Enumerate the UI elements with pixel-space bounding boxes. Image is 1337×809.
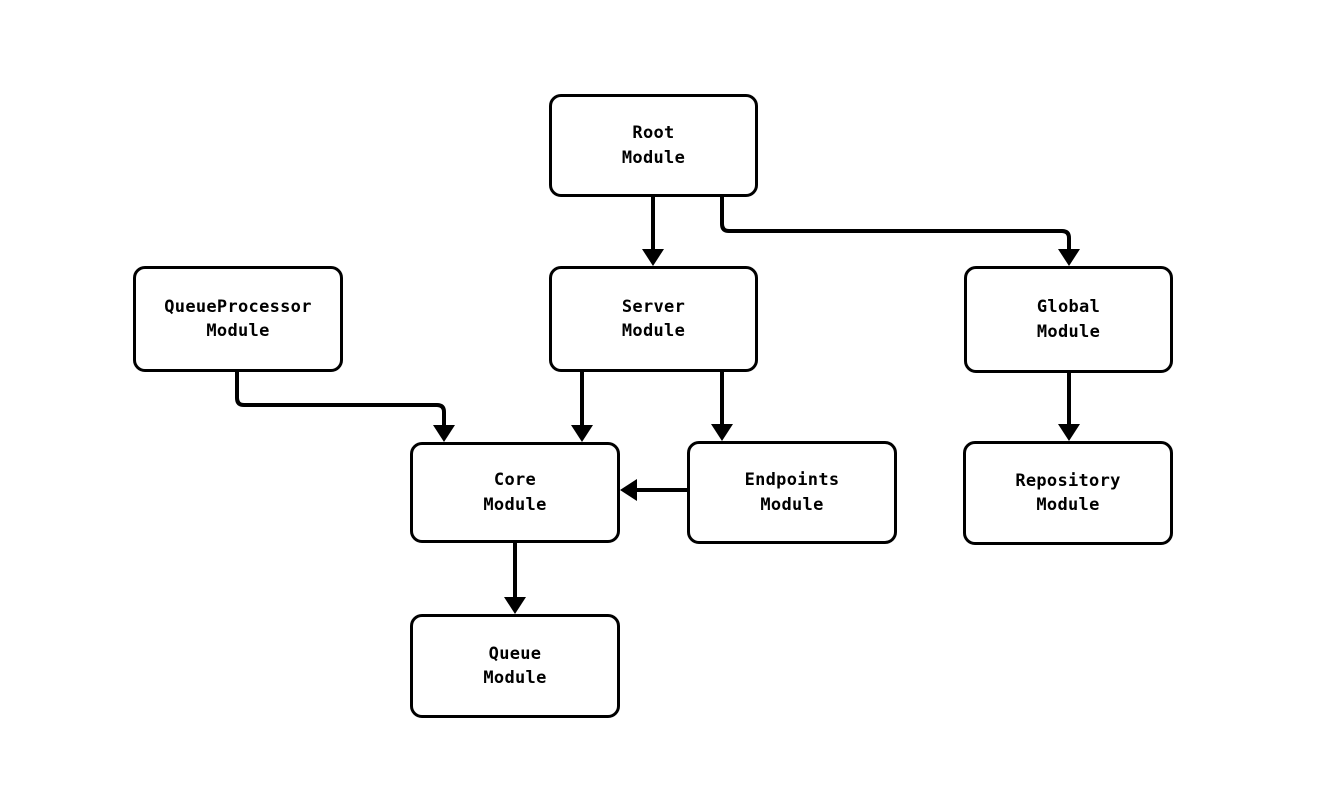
edge-queueprocessor-to-core xyxy=(235,372,446,434)
node-server-module-name: Server xyxy=(621,296,686,317)
arrowhead-root-to-server xyxy=(642,249,664,266)
node-core-module-suffix: Module xyxy=(483,494,547,515)
node-queueprocessor-module[interactable]: QueueProcessor Module xyxy=(133,266,343,372)
node-root-module-name: Root xyxy=(632,123,675,144)
node-queue-module-name: Queue xyxy=(488,643,542,664)
node-server-module[interactable]: Server Module xyxy=(549,266,758,372)
node-queue-module-suffix: Module xyxy=(483,668,547,688)
arrowhead-server-to-endpoints xyxy=(711,424,733,441)
node-repository-module[interactable]: Repository Module xyxy=(963,441,1173,545)
node-server-module-suffix: Module xyxy=(621,321,686,341)
node-global-module-name: Global xyxy=(1036,297,1101,318)
arrowhead-queueprocessor-to-core xyxy=(433,425,455,442)
arrowhead-root-to-global xyxy=(1058,249,1080,266)
node-queueprocessor-module-name: QueueProcessor xyxy=(164,296,312,317)
node-repository-module-suffix: Module xyxy=(1036,495,1100,515)
arrowhead-global-to-repository xyxy=(1058,424,1080,441)
node-endpoints-module[interactable]: Endpoints Module xyxy=(687,441,897,544)
node-root-module-suffix: Module xyxy=(621,147,686,168)
node-root-module[interactable]: Root Module xyxy=(549,94,758,197)
node-global-module-suffix: Module xyxy=(1036,321,1101,342)
node-queueprocessor-module-suffix: Module xyxy=(206,321,270,341)
arrowhead-endpoints-to-core xyxy=(620,479,637,501)
arrowhead-core-to-queue xyxy=(504,597,526,614)
node-queue-module[interactable]: Queue Module xyxy=(410,614,620,718)
node-endpoints-module-suffix: Module xyxy=(760,494,824,515)
node-repository-module-name: Repository xyxy=(1015,470,1121,491)
edge-root-to-global xyxy=(720,197,1071,258)
node-global-module[interactable]: Global Module xyxy=(964,266,1173,373)
arrowhead-server-to-core xyxy=(571,425,593,442)
node-core-module[interactable]: Core Module xyxy=(410,442,620,543)
node-core-module-name: Core xyxy=(493,470,537,491)
node-endpoints-module-name: Endpoints xyxy=(744,470,840,491)
